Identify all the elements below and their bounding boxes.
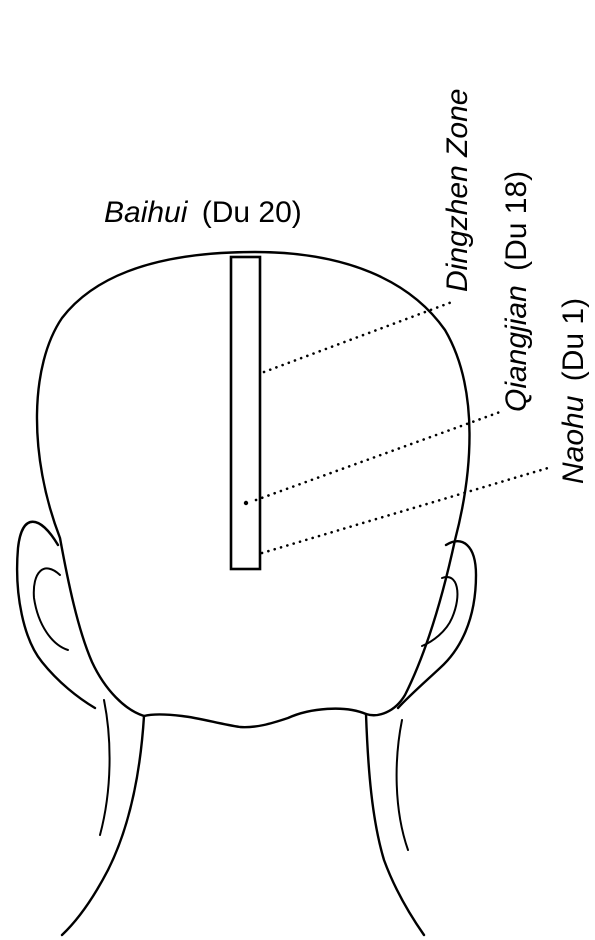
qiangjian-code: (Du 18)	[500, 171, 533, 271]
naohu-leader-line	[262, 468, 548, 553]
left-ear	[17, 522, 95, 708]
neck-right	[366, 714, 424, 935]
qiangjian-point	[244, 501, 248, 505]
baihui-label: Baihui (Du 20)	[104, 196, 302, 229]
baihui-name: Baihui	[104, 196, 189, 229]
dingzhen-name: Dingzhen Zone	[441, 89, 474, 292]
right-ear-inner	[422, 577, 457, 646]
left-ear-inner	[34, 568, 68, 650]
dingzhen-zone-label: Dingzhen Zone	[441, 89, 474, 292]
dingzhen-zone-strip	[231, 257, 260, 569]
neck-right-inner	[397, 720, 408, 850]
qiangjian-leader-line	[256, 412, 500, 500]
naohu-code: (Du 1)	[557, 298, 590, 381]
naohu-label: Naohu (Du 1)	[557, 298, 590, 484]
qiangjian-label: Qiangjian (Du 18)	[500, 171, 533, 412]
neck-left-inner	[100, 700, 110, 835]
baihui-code: (Du 20)	[202, 196, 302, 229]
dingzhen-leader-line	[264, 302, 452, 372]
qiangjian-name: Qiangjian	[500, 285, 533, 412]
naohu-name: Naohu	[557, 395, 590, 484]
